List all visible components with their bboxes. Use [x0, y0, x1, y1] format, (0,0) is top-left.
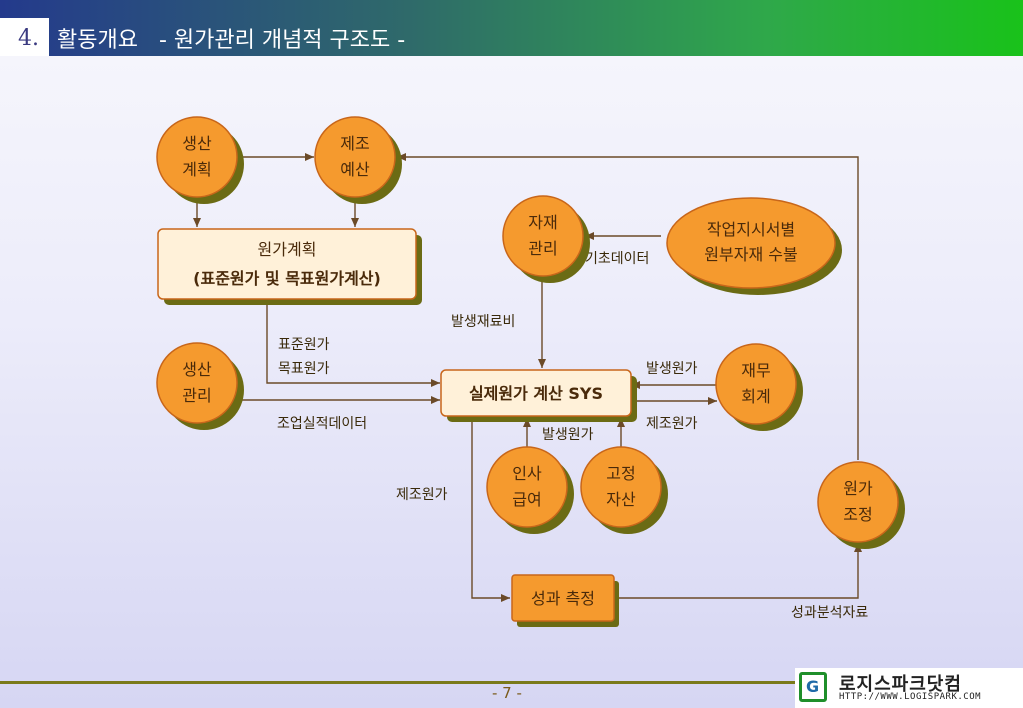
node-material-mgmt-line1: 자재	[528, 213, 557, 232]
edge-costplan-to-sys	[266, 301, 440, 387]
node-material-mgmt-line2: 관리	[528, 239, 557, 258]
node-manufacturing-budget-line2: 예산	[340, 160, 370, 179]
edge-sys-to-performance	[471, 418, 510, 602]
node-manufacturing-budget-line1: 제조	[340, 134, 369, 153]
node-cost-adjustment: 원가 조정	[817, 461, 905, 549]
edge-label-incurred-cost-bottom: 발생원가	[542, 427, 594, 443]
node-cost-plan: 원가계획 (표준원가 및 목표원가계산)	[157, 228, 422, 305]
node-production-mgmt-line2: 관리	[182, 386, 211, 405]
node-production-mgmt-line1: 생산	[182, 360, 212, 379]
node-production-plan: 생산 계획	[156, 116, 244, 204]
edge-label-material-cost: 발생재료비	[451, 314, 515, 330]
node-fixed-assets: 고정 자산	[580, 446, 668, 534]
edge-label-performance-data: 성과분석자료	[791, 605, 868, 621]
logo-area: G 로지스파크닷컴 HTTP://WWW.LOGISPARK.COM	[795, 668, 1023, 708]
edge-label-incurred-cost-finance: 발생원가	[646, 361, 698, 377]
node-fixed-assets-line1: 고정	[606, 464, 635, 483]
node-finance: 재무 회계	[715, 343, 803, 431]
node-work-order-line1: 작업지시서별	[707, 220, 795, 239]
node-fixed-assets-line2: 자산	[606, 490, 636, 509]
edge-label-manufacturing-cost-left: 제조원가	[396, 487, 448, 503]
edge-label-standard-cost: 표준원가	[278, 337, 330, 353]
node-production-plan-line2: 계획	[182, 160, 211, 179]
node-hr-payroll-line2: 급여	[512, 490, 541, 509]
edge-label-manufacturing-cost-finance: 제조원가	[646, 416, 698, 432]
node-performance-label: 성과 측정	[531, 589, 595, 608]
edge-adjustment-to-budget	[397, 153, 859, 460]
page-title: 활동개요 - 원가관리 개념적 구조도 -	[57, 28, 406, 53]
edge-label-production-actual: 조업실적데이터	[277, 416, 367, 432]
section-number: 4.	[18, 26, 39, 51]
node-work-order: 작업지시서별 원부자재 수불	[666, 197, 842, 295]
node-material-mgmt: 자재 관리	[502, 195, 590, 283]
node-performance: 성과 측정	[511, 574, 619, 627]
node-work-order-line2: 원부자재 수불	[704, 245, 797, 264]
footer-divider	[0, 681, 1023, 684]
header-bar: 4. 활동개요 - 원가관리 개념적 구조도 -	[0, 0, 1023, 56]
edge-label-basic-data: 기초데이터	[585, 251, 649, 267]
logo-name: 로지스파크닷컴	[839, 674, 962, 695]
node-cost-adjustment-line1: 원가	[843, 479, 873, 498]
node-production-mgmt: 생산 관리	[156, 342, 244, 430]
node-production-plan-line1: 생산	[182, 134, 212, 153]
page-number: - 7 -	[492, 684, 522, 702]
node-manufacturing-budget: 제조 예산	[314, 116, 402, 204]
edge-performance-to-adjustment	[614, 543, 862, 599]
logo-url: HTTP://WWW.LOGISPARK.COM	[839, 692, 982, 702]
node-cost-plan-line2: (표준원가 및 목표원가계산)	[193, 269, 381, 288]
logo-mark-icon: G	[799, 672, 827, 702]
node-cost-plan-line1: 원가계획	[258, 240, 317, 259]
node-cost-adjustment-line2: 조정	[843, 505, 872, 524]
node-actual-cost-sys-label: 실제원가 계산 SYS	[469, 384, 603, 403]
node-actual-cost-sys: 실제원가 계산 SYS	[440, 369, 637, 422]
edge-label-target-cost: 목표원가	[278, 361, 330, 377]
node-hr-payroll-line1: 인사	[512, 464, 542, 483]
node-finance-line1: 재무	[741, 361, 770, 380]
node-finance-line2: 회계	[741, 387, 770, 406]
node-hr-payroll: 인사 급여	[486, 446, 574, 534]
section-number-box	[0, 18, 49, 56]
